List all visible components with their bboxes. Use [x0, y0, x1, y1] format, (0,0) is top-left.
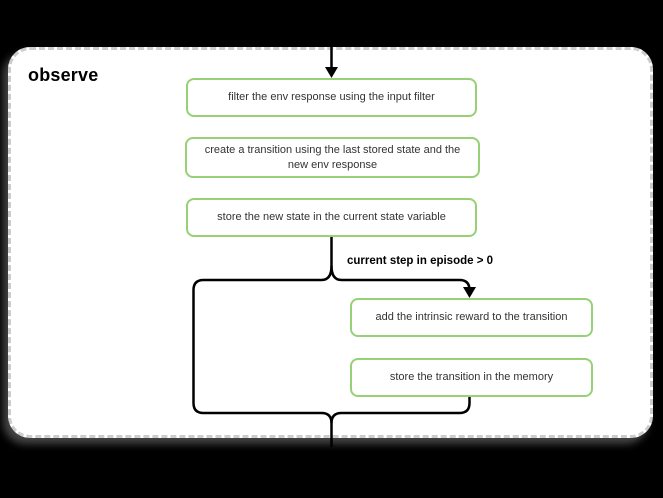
node-create-transition: create a transition using the last store… — [185, 137, 480, 178]
node-label: store the transition in the memory — [389, 371, 554, 384]
branch-condition-label: current step in episode > 0 — [347, 255, 494, 267]
subgraph-title: observe — [28, 65, 99, 85]
node-store-new-state: store the new state in the current state… — [186, 198, 477, 237]
node-add-intrinsic-reward: add the intrinsic reward to the transiti… — [350, 298, 593, 337]
node-label: create a transition using the last store… — [204, 144, 461, 171]
node-store-transition-memory: store the transition in the memory — [350, 358, 593, 397]
node-label: add the intrinsic reward to the transiti… — [375, 311, 568, 324]
node-label: store the new state in the current state… — [217, 211, 446, 224]
node-filter-env-response: filter the env response using the input … — [186, 78, 477, 117]
node-label: filter the env response using the input … — [228, 91, 435, 104]
